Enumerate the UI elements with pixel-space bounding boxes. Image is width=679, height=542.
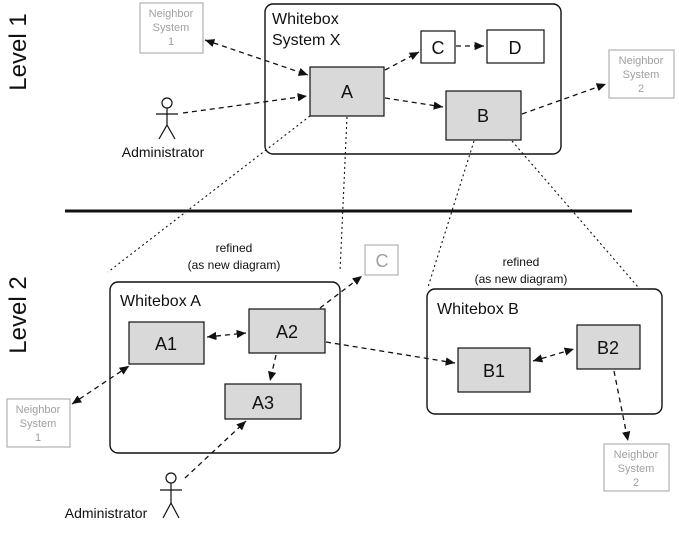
neighbor-system-2-box-l2 — [603, 443, 670, 492]
neighbor-system-2-l2-line2: System — [618, 463, 655, 475]
administrator-label: Administrator — [122, 144, 205, 160]
box-b1 — [457, 347, 531, 393]
refine-b-right — [511, 140, 639, 288]
box-b2 — [576, 324, 641, 370]
ghost-box-c — [364, 244, 399, 276]
edge-b-neighbor2 — [521, 83, 607, 115]
box-a1-label: A1 — [155, 334, 177, 354]
neighbor-system-1-l2-line3: 1 — [35, 432, 41, 444]
box-a3-label: A3 — [252, 393, 274, 413]
neighbor-system-1-box-l2 — [6, 398, 71, 448]
box-a2 — [248, 308, 326, 354]
edge-neighbor1-a — [204, 39, 309, 76]
neighbor-system-1-box — [139, 2, 204, 54]
box-a3 — [224, 383, 302, 420]
refine-b-left — [427, 140, 475, 288]
neighbor-system-1-l2-line2: System — [20, 418, 57, 430]
box-a-label: A — [341, 82, 353, 102]
edge-b2-neighbor2 — [613, 370, 631, 442]
level-1-label: Level 1 — [5, 13, 32, 90]
refined-b-line1: refined — [503, 255, 540, 269]
box-b2-label: B2 — [597, 338, 619, 358]
edge-admin-a3 — [184, 420, 247, 479]
box-b-label: B — [477, 106, 489, 126]
box-a1 — [128, 321, 205, 365]
edge-a-c — [384, 51, 420, 71]
refined-a-line2: (as new diagram) — [188, 258, 281, 272]
edge-a1-a2 — [206, 329, 247, 341]
whitebox-system-x-subtitle: System X — [272, 32, 341, 49]
box-c — [420, 30, 456, 64]
neighbor-system-2-line2: System — [623, 69, 660, 81]
edge-admin-a — [182, 93, 308, 114]
edge-a2-a3 — [268, 354, 277, 382]
box-d — [486, 29, 545, 64]
edge-b1-b2 — [532, 347, 575, 363]
refined-b-line2: (as new diagram) — [475, 272, 568, 286]
neighbor-system-2-line3: 2 — [638, 83, 644, 95]
neighbor-system-2-l2-line3: 2 — [633, 477, 639, 489]
neighbor-system-2-line1: Neighbor — [619, 55, 664, 67]
refine-a-right — [339, 116, 348, 273]
box-b — [445, 90, 522, 141]
neighbor-system-1-line2: System — [153, 22, 190, 34]
box-b1-label: B1 — [483, 361, 505, 381]
box-a — [309, 66, 385, 117]
administrator-actor-icon — [156, 97, 178, 140]
refined-a-line1: refined — [216, 241, 253, 255]
whitebox-b-title: Whitebox B — [437, 301, 519, 318]
edge-a2-b1 — [325, 341, 456, 366]
neighbor-system-2-box — [608, 49, 675, 99]
edge-a-b — [384, 97, 444, 110]
neighbor-system-1-l2-line1: Neighbor — [16, 404, 61, 416]
box-a2-label: A2 — [276, 322, 298, 342]
box-c-label: C — [432, 38, 445, 58]
ghost-box-c-label: C — [376, 251, 389, 271]
neighbor-system-2-l2-line1: Neighbor — [614, 449, 659, 461]
whitebox-system-x-title: Whitebox — [272, 11, 339, 28]
neighbor-system-1-line3: 1 — [168, 36, 174, 48]
neighbor-system-1-line1: Neighbor — [149, 8, 194, 20]
level-2-label: Level 2 — [5, 276, 32, 353]
administrator-actor-icon-l2 — [160, 472, 182, 519]
administrator-label-l2: Administrator — [65, 505, 148, 521]
whitebox-a-title: Whitebox A — [120, 293, 201, 310]
edge-neighbor1-a1 — [71, 365, 130, 405]
box-d-label: D — [509, 38, 522, 58]
